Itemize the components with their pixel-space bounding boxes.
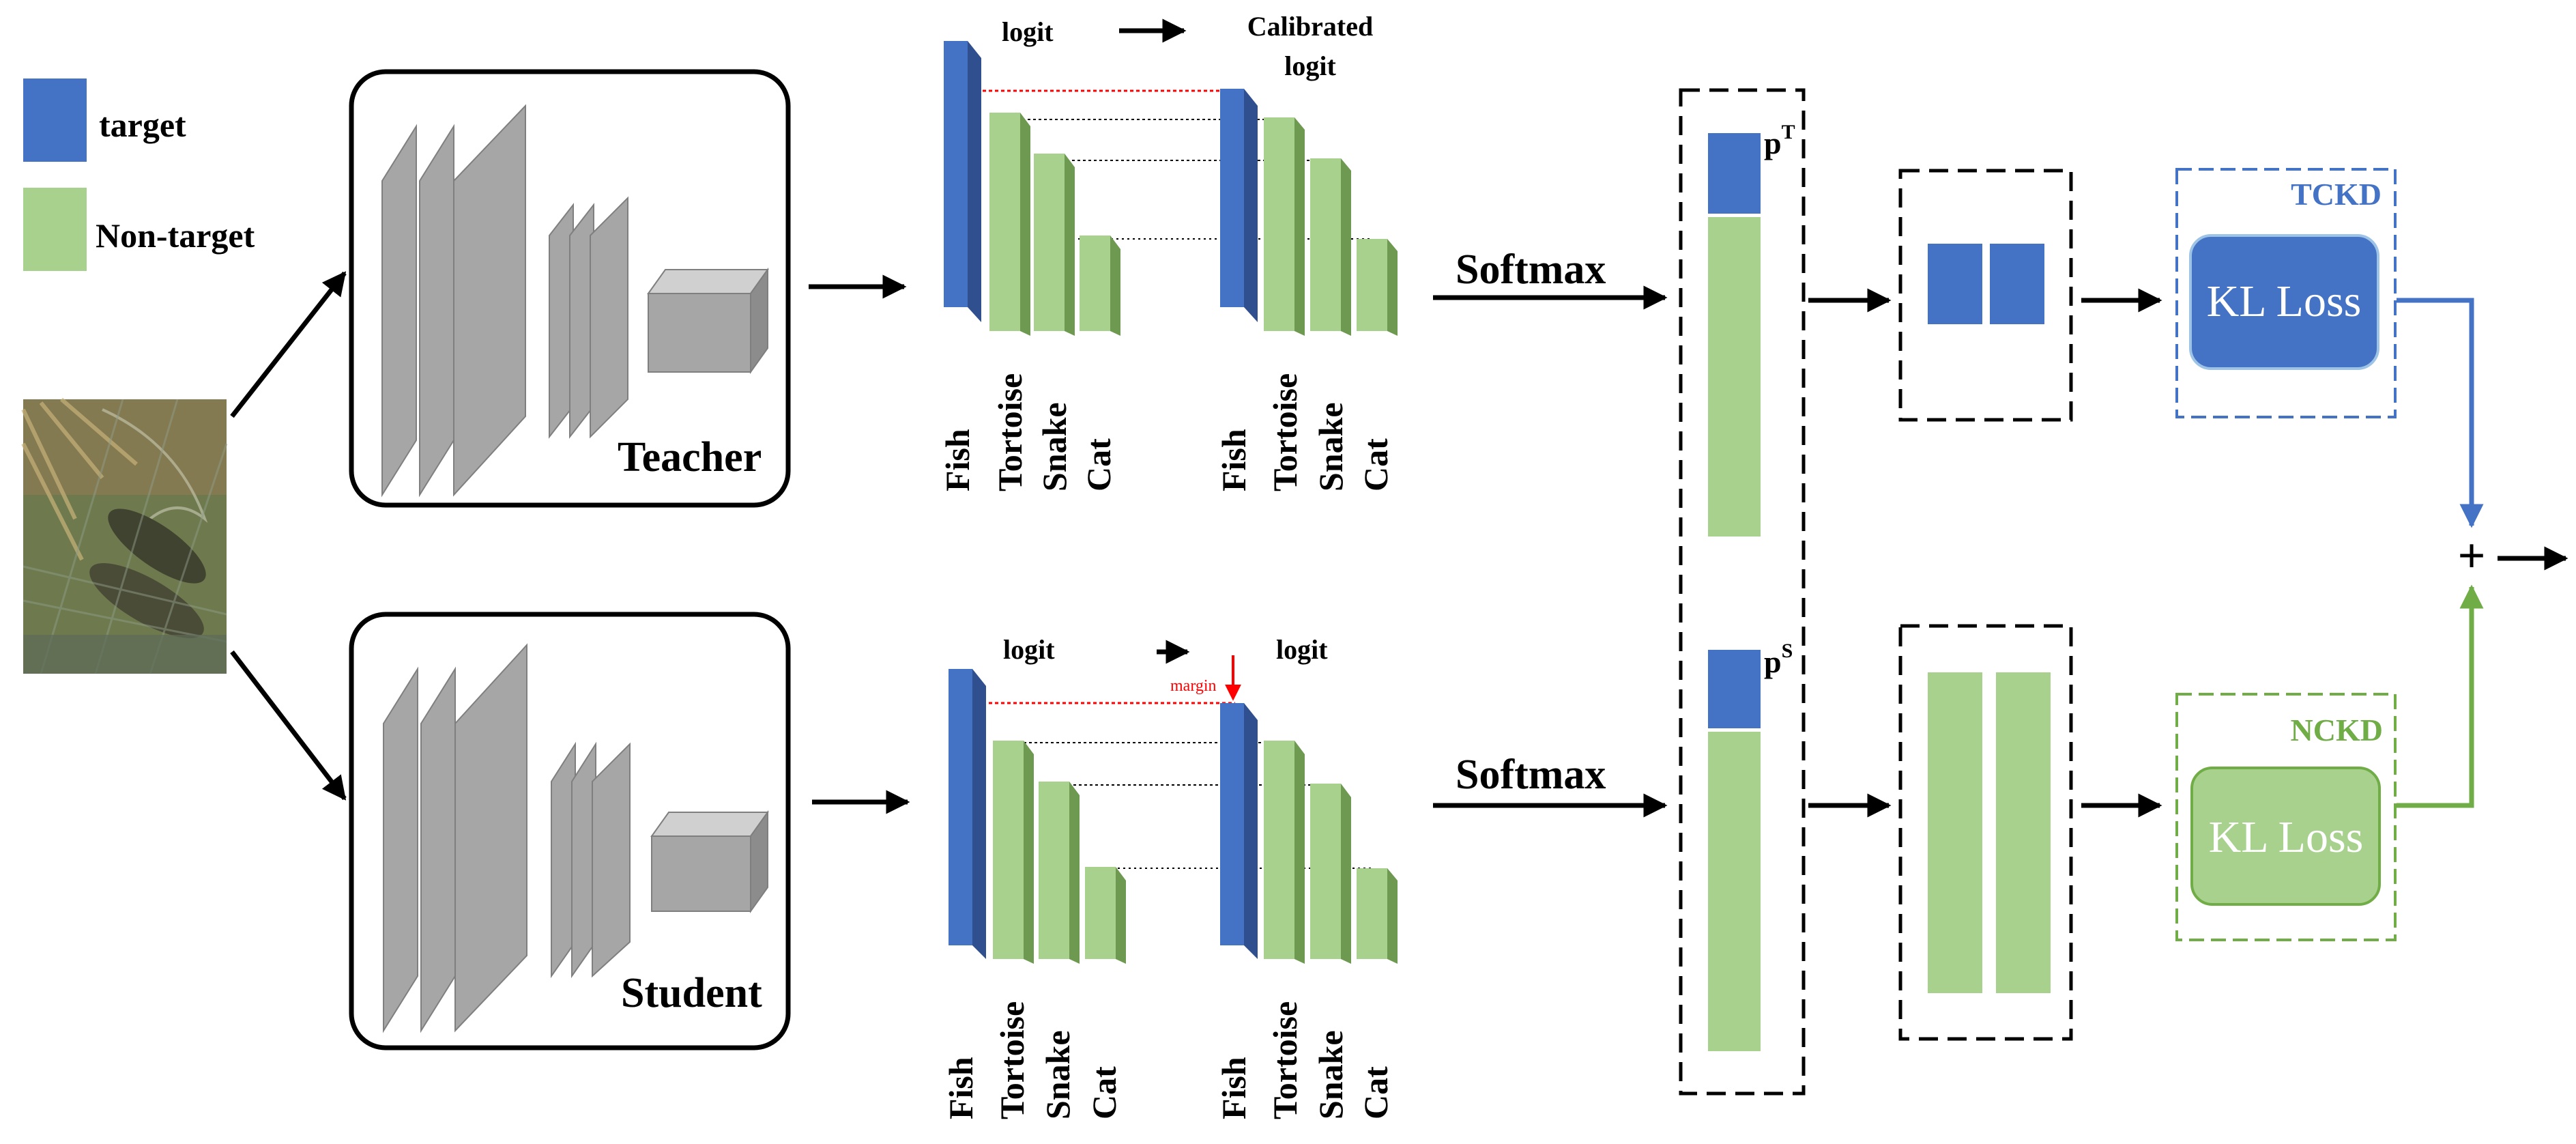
softmax-bottom-label: Softmax <box>1456 752 1606 798</box>
student-logit-bar-cat <box>1085 867 1126 964</box>
calibrated-class-cat: Cat <box>1357 438 1395 491</box>
legend-nontarget-label: Non-target <box>96 216 255 255</box>
student-class-snake: Snake <box>1039 1030 1077 1119</box>
nckd-box: NCKD KL Loss <box>2175 693 2397 941</box>
tckd-box: TCKD KL Loss <box>2175 168 2397 418</box>
teacher-class-fish: Fish <box>938 429 976 491</box>
student-right-logit-bar-tortoise <box>1264 741 1305 964</box>
teacher-logits: logit Calibrated logit <box>938 11 1398 491</box>
teacher-prob-target <box>1708 133 1761 214</box>
teacher-class-snake: Snake <box>1035 402 1073 491</box>
student-prob-target <box>1708 650 1761 728</box>
nckd-kl-loss-label: KL Loss <box>2209 812 2364 862</box>
student-logit-title-right: logit <box>1276 634 1328 665</box>
legend-target-swatch <box>23 78 87 162</box>
input-image <box>21 397 228 674</box>
student-right-logit-bar-snake <box>1310 784 1351 964</box>
student-logit-bar-tortoise <box>993 741 1034 964</box>
teacher-logit-title: logit <box>1002 16 1054 47</box>
nckd-to-sum-line <box>2397 584 2484 808</box>
student-right-logit-bar-fish <box>1220 703 1258 959</box>
legend-target-label: target <box>99 106 186 144</box>
softmax-bottom: Softmax <box>1433 752 1668 818</box>
nckd-kl-loss <box>2190 767 2381 906</box>
student-logit-bar-fish <box>949 669 986 959</box>
arrow-image-to-teacher <box>230 271 347 418</box>
probability-panel: pT pS <box>1679 88 1806 1096</box>
teacher-logit-bar-snake <box>1034 154 1075 336</box>
calibrated-logit-bar-snake <box>1310 158 1351 336</box>
legend: target Non-target <box>23 78 255 271</box>
student-label: Student <box>621 970 762 1016</box>
tckd-kl-loss-label: KL Loss <box>2207 276 2362 326</box>
teacher-network: Teacher <box>349 69 791 508</box>
teacher-prob-label: pT <box>1764 121 1795 160</box>
student-class-cat: Cat <box>1085 1066 1123 1119</box>
student-right-logit-bar-cat <box>1357 868 1398 964</box>
student-right-class-snake: Snake <box>1312 1030 1350 1119</box>
calibrated-logit-bar-cat <box>1357 239 1398 336</box>
student-right-class-cat: Cat <box>1357 1066 1395 1119</box>
target-split-box <box>1898 169 2073 422</box>
teacher-prob-nontarget <box>1708 217 1761 537</box>
calibrated-class-snake: Snake <box>1312 402 1350 491</box>
sum-symbol: + <box>2457 528 2485 583</box>
nckd-label: NCKD <box>2291 713 2383 747</box>
teacher-logit-bar-fish <box>944 41 981 322</box>
calibrated-logit-title-2: logit <box>1284 51 1336 81</box>
student-class-tortoise: Tortoise <box>993 1001 1031 1119</box>
student-network: Student <box>349 612 791 1050</box>
student-right-class-tortoise: Tortoise <box>1266 1001 1304 1119</box>
student-logit-title: logit <box>1003 634 1055 665</box>
calibrated-class-fish: Fish <box>1215 429 1253 491</box>
calibrated-logit-bar-tortoise <box>1264 117 1305 336</box>
tckd-kl-loss <box>2189 234 2379 370</box>
student-logit-bar-snake <box>1039 782 1080 964</box>
tckd-label: TCKD <box>2291 177 2382 212</box>
tckd-to-sum-line <box>2397 298 2484 528</box>
student-class-fish: Fish <box>942 1057 980 1119</box>
arrow-image-to-student <box>230 650 347 801</box>
calibrated-class-tortoise: Tortoise <box>1266 373 1304 491</box>
student-right-class-fish: Fish <box>1215 1057 1253 1119</box>
softmax-top-label: Softmax <box>1456 246 1606 293</box>
nontarget-split-box <box>1898 624 2073 1041</box>
calibrated-logit-title-1: Calibrated <box>1247 11 1373 42</box>
softmax-top: Softmax <box>1433 246 1668 310</box>
teacher-label: Teacher <box>618 434 762 481</box>
teacher-class-cat: Cat <box>1080 438 1118 491</box>
teacher-logit-bar-cat <box>1080 235 1120 336</box>
calibrated-logit-bar-fish <box>1220 89 1258 322</box>
teacher-logit-bar-tortoise <box>989 113 1030 336</box>
teacher-class-tortoise: Tortoise <box>991 373 1029 491</box>
student-logits: logit logit margin <box>942 634 1398 1119</box>
margin-label: margin <box>1170 677 1217 695</box>
legend-nontarget-swatch <box>23 188 87 271</box>
student-prob-nontarget <box>1708 732 1761 1051</box>
student-prob-label: pS <box>1764 640 1793 679</box>
